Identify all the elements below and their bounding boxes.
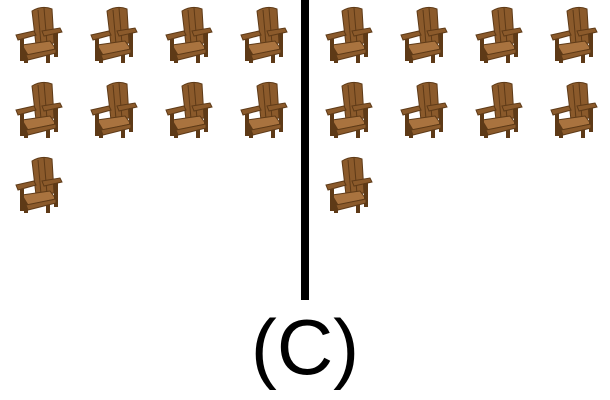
- chair-icon: [322, 5, 374, 69]
- chair-icon: [322, 155, 374, 219]
- chair-icon: [322, 80, 374, 144]
- chair-icon: [547, 5, 599, 69]
- vertical-divider: [301, 0, 309, 300]
- chair-icon: [237, 80, 289, 144]
- chair-icon: [12, 80, 64, 144]
- chair-icon: [12, 155, 64, 219]
- chair-icon: [472, 80, 524, 144]
- chair-icon: [397, 80, 449, 144]
- chair-icon: [12, 5, 64, 69]
- chair-icon: [397, 5, 449, 69]
- chair-icon: [547, 80, 599, 144]
- right-chair-group: [310, 0, 610, 230]
- chair-icon: [472, 5, 524, 69]
- chair-icon: [87, 80, 139, 144]
- chair-icon: [237, 5, 289, 69]
- chair-icon: [162, 80, 214, 144]
- left-chair-group: [0, 0, 300, 230]
- figure-caption: (C): [250, 303, 360, 391]
- chair-icon: [87, 5, 139, 69]
- chair-icon: [162, 5, 214, 69]
